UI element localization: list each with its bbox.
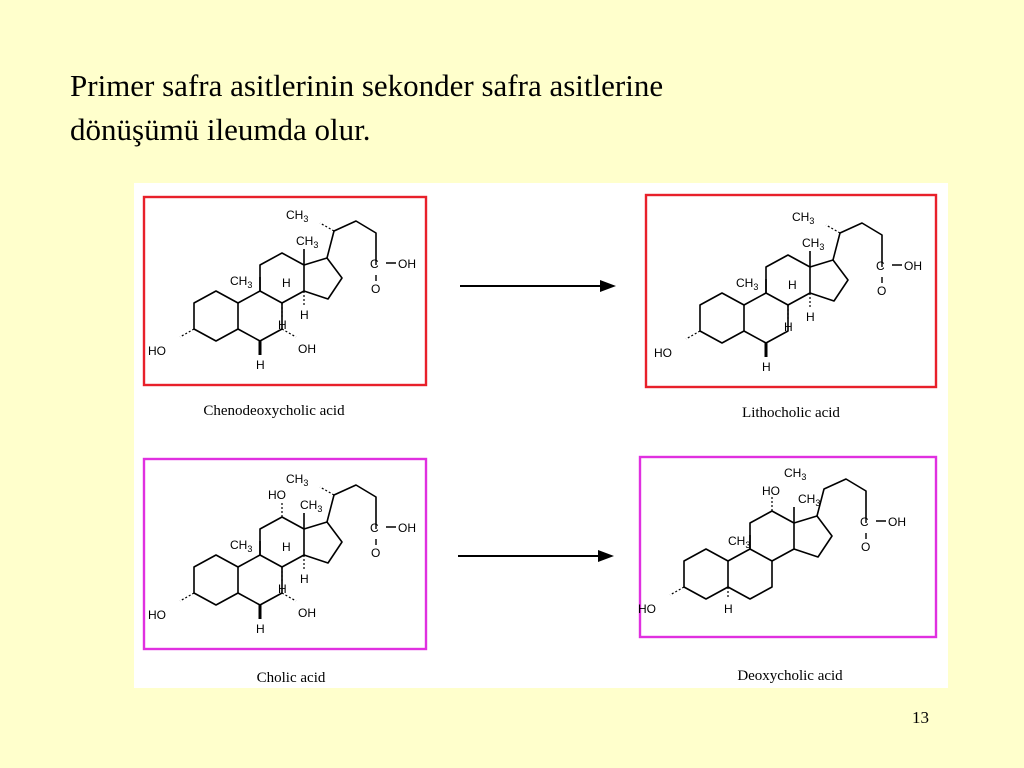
dca-ch3-d: CH: [798, 492, 815, 506]
cdca-h-9: H: [278, 318, 287, 332]
cdca-carboxyl-c: C: [370, 257, 379, 271]
cholic-ch3-b: CH: [230, 538, 247, 552]
cholic-h-5: H: [256, 622, 265, 636]
svg-text:CH3: CH3: [230, 538, 252, 554]
svg-text:CH3: CH3: [230, 274, 252, 290]
dca-carboxyl-oh: OH: [888, 515, 906, 529]
svg-text:CH3: CH3: [798, 492, 820, 508]
cdca-h-8: H: [282, 276, 291, 290]
svg-text:CH3: CH3: [300, 498, 322, 514]
svg-text:CH3: CH3: [286, 208, 308, 224]
cholic-carboxyl-o: O: [371, 546, 380, 560]
cdca-h-5: H: [256, 358, 265, 372]
bile-acid-diagram: CH3 CH3 CH3 C OH O HO OH H H H H Chenode…: [142, 193, 938, 686]
svg-text:CH3: CH3: [784, 466, 806, 482]
dca-structure: CH3 CH3 CH3 HO C OH O HO H: [638, 466, 906, 616]
cholic-ch3-top: CH: [286, 472, 303, 486]
cdca-carboxyl-o: O: [371, 282, 380, 296]
lca-ch3-top: CH: [792, 210, 809, 224]
lca-name-label: Lithocholic acid: [742, 405, 840, 421]
cholic-name-label: Cholic acid: [257, 670, 326, 686]
dca-ch3-top: CH: [784, 466, 801, 480]
arrow-cholic-to-dca: [458, 550, 614, 562]
molecule-deoxycholic-acid: CH3 CH3 CH3 HO C OH O HO H Deoxycholic a…: [638, 455, 938, 684]
lca-h-8: H: [788, 278, 797, 292]
dca-name-label: Deoxycholic acid: [737, 668, 843, 684]
cholic-h-9: H: [278, 582, 287, 596]
cdca-ch3-d: CH: [296, 234, 313, 248]
svg-text:CH3: CH3: [736, 276, 758, 292]
lca-structure: CH3 CH3 CH3 C OH O HO H H H H: [654, 210, 922, 374]
dca-carboxyl-o: O: [861, 540, 870, 554]
molecule-chenodeoxycholic-acid: CH3 CH3 CH3 C OH O HO OH H H H H Chenode…: [142, 195, 428, 419]
cdca-name-label: Chenodeoxycholic acid: [203, 403, 345, 419]
lca-carboxyl-oh: OH: [904, 259, 922, 273]
cholic-frame: [142, 457, 428, 651]
cdca-frame: [142, 195, 428, 387]
cdca-oh-7: OH: [298, 342, 316, 356]
cdca-carboxyl-oh: OH: [398, 257, 416, 271]
lca-h-14: H: [806, 310, 815, 324]
lca-ho-3: HO: [654, 346, 672, 360]
molecule-lithocholic-acid: CH3 CH3 CH3 C OH O HO H H H H Lithocholi…: [644, 193, 938, 421]
page-number: 13: [912, 708, 929, 727]
dca-ho-12: HO: [762, 484, 780, 498]
cdca-structure: CH3 CH3 CH3 C OH O HO OH H H H H: [148, 208, 416, 372]
lca-h-9: H: [784, 320, 793, 334]
cdca-ch3-top: CH: [286, 208, 303, 222]
lca-ch3-d: CH: [802, 236, 819, 250]
cholic-h-8: H: [282, 540, 291, 554]
cdca-ho-3: HO: [148, 344, 166, 358]
lca-ch3-b: CH: [736, 276, 753, 290]
slide-title: Primer safra asitlerinin sekonder safra …: [70, 64, 930, 152]
lca-carboxyl-o: O: [877, 284, 886, 298]
lca-frame: [644, 193, 938, 389]
cholic-oh-7: OH: [298, 606, 316, 620]
cdca-ch3-b: CH: [230, 274, 247, 288]
molecule-cholic-acid: CH3 CH3 CH3 HO C OH O HO OH H H H H Chol…: [142, 457, 428, 686]
slide-title-line-2: dönüşümü ileumda olur.: [70, 112, 371, 147]
dca-ch3-b: CH: [728, 534, 745, 548]
cholic-ho-12: HO: [268, 488, 286, 502]
lca-carboxyl-c: C: [876, 259, 885, 273]
dca-ho-3: HO: [638, 602, 656, 616]
slide-title-line-1: Primer safra asitlerinin sekonder safra …: [70, 68, 664, 103]
cholic-ho-3: HO: [148, 608, 166, 622]
dca-h-5: H: [724, 602, 733, 616]
cholic-carboxyl-c: C: [370, 521, 379, 535]
svg-text:CH3: CH3: [728, 534, 750, 550]
bile-acid-figure: CH3 CH3 CH3 C OH O HO OH H H H H Chenode…: [134, 183, 948, 688]
cdca-h-14: H: [300, 308, 309, 322]
cholic-ch3-d: CH: [300, 498, 317, 512]
arrow-cdca-to-lca: [460, 280, 616, 292]
svg-text:CH3: CH3: [286, 472, 308, 488]
cholic-h-14: H: [300, 572, 309, 586]
lca-h-5: H: [762, 360, 771, 374]
svg-text:CH3: CH3: [792, 210, 814, 226]
svg-text:CH3: CH3: [802, 236, 824, 252]
dca-frame: [638, 455, 938, 639]
cholic-carboxyl-oh: OH: [398, 521, 416, 535]
svg-text:CH3: CH3: [296, 234, 318, 250]
cholic-structure: CH3 CH3 CH3 HO C OH O HO OH H H H H: [148, 472, 416, 636]
dca-carboxyl-c: C: [860, 515, 869, 529]
